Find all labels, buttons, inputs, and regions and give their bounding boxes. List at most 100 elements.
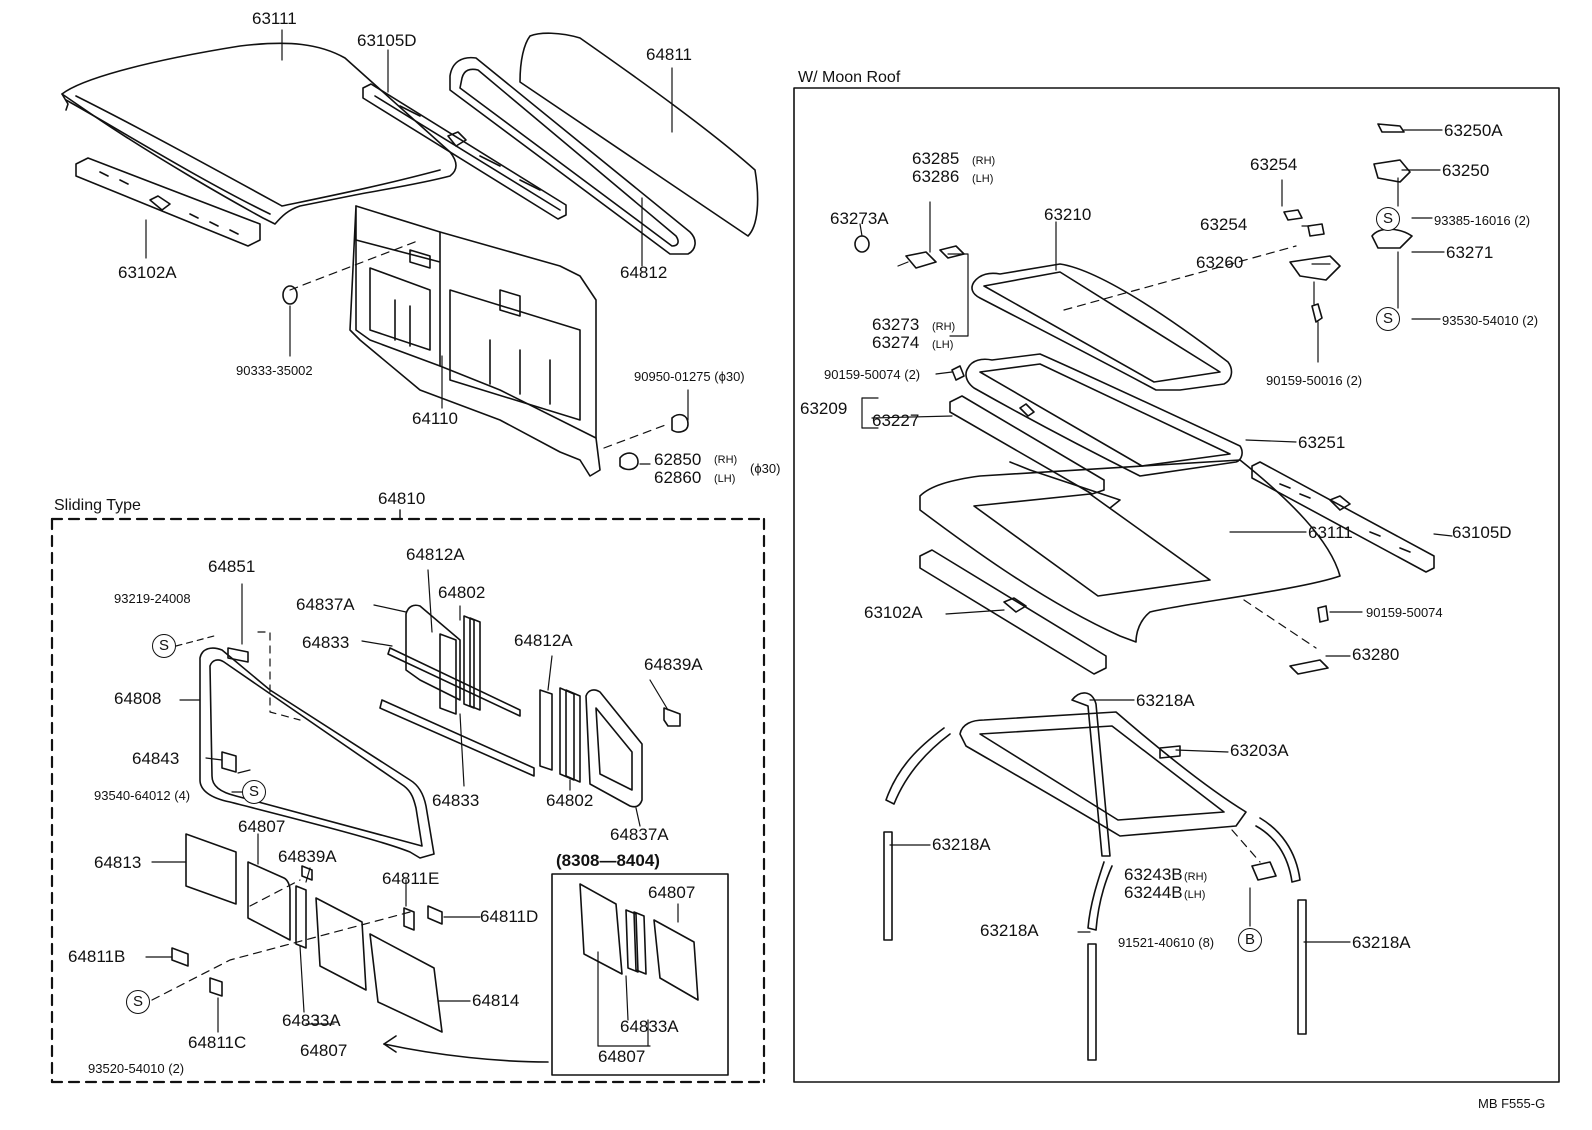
part-label-63102A: 63102A (118, 263, 177, 282)
part-label-63105D: 63105D (357, 31, 417, 50)
sliding-rails (379, 604, 535, 777)
part-label-63244B: 63244B (1124, 883, 1183, 902)
roof-panel-63111 (61, 42, 457, 225)
part-label-91521-40610: 91521-40610 (8) (1118, 935, 1215, 950)
part-label-64833A: 64833A (282, 1011, 341, 1030)
part-label-64110: 64110 (412, 409, 459, 428)
part-label-63105D: 63105D (1452, 523, 1512, 542)
part-label-63244B-side: (LH) (1184, 889, 1206, 901)
part-label-64833A: 64833A (620, 1017, 679, 1036)
part-label-64839A: 64839A (278, 847, 337, 866)
moon-roof-small-parts (854, 123, 1413, 881)
header-trim-63102A-moon (919, 549, 1107, 675)
part-label-64812: 64812 (620, 263, 668, 282)
side-rail-63105D-moon (1251, 461, 1435, 573)
part-label-63251: 63251 (1298, 433, 1346, 452)
part-label-63210: 63210 (1044, 205, 1092, 224)
part-label-63218A: 63218A (1352, 933, 1411, 952)
part-label-64813: 64813 (94, 853, 142, 872)
plug-90333 (282, 285, 298, 305)
part-label-93219-24008: 93219-24008 (114, 591, 191, 606)
part-label-93530-54010: 93530-54010 (2) (1442, 313, 1539, 328)
sliding-glass-parts (221, 615, 681, 808)
part-label-93520-54010: 93520-54010 (2) (88, 1061, 185, 1076)
s-symbol: S (1376, 207, 1400, 231)
part-label-64833: 64833 (302, 633, 350, 652)
part-label-63218A: 63218A (1136, 691, 1195, 710)
part-label-64802: 64802 (438, 583, 486, 602)
part-label-63243B: 63243B (1124, 865, 1183, 884)
part-label-63227: 63227 (872, 411, 920, 430)
part-label-63285-side: (RH) (972, 155, 996, 167)
part-label-63203A: 63203A (1230, 741, 1289, 760)
sliding-type-section-title: Sliding Type (54, 497, 141, 514)
part-label-64811D: 64811D (480, 907, 539, 926)
s-symbol: S (1376, 307, 1400, 331)
part-label-64839A: 64839A (644, 655, 703, 674)
window-frame-64812 (449, 56, 696, 255)
part-label-64837A: 64837A (610, 825, 669, 844)
part-label-63260: 63260 (1196, 253, 1244, 272)
header-rail-63105D (362, 83, 567, 220)
part-label-63286-side: (LH) (972, 173, 994, 185)
back-panel-64110 (349, 205, 601, 477)
part-label-64810: 64810 (378, 489, 426, 508)
part-label-64807: 64807 (238, 817, 286, 836)
part-label-62850-side: (RH) (714, 454, 738, 466)
part-label-63102A: 63102A (864, 603, 923, 622)
part-label-90950-01275: 90950-01275 (ϕ30) (634, 369, 745, 384)
part-label-64811E: 64811E (382, 869, 440, 888)
part-label-63285: 63285 (912, 149, 960, 168)
part-label-64851: 64851 (208, 557, 256, 576)
part-label-90159-50016: 90159-50016 (2) (1266, 373, 1363, 388)
sliding-type-frame (50, 509, 766, 1084)
part-label-64807: 64807 (598, 1047, 646, 1066)
inset-quarter-glass (579, 883, 699, 1001)
part-label-64833: 64833 (432, 791, 480, 810)
hole-plugs (619, 413, 689, 471)
part-label-64802: 64802 (546, 791, 594, 810)
drain-hoses-63218A (883, 692, 1307, 1061)
roof-panel-63111-moon (919, 459, 1341, 643)
part-label-63274-side: (LH) (932, 339, 954, 351)
header-trim-63102A (75, 157, 261, 247)
part-label-63274: 63274 (872, 333, 920, 352)
part-label-62860-side: (LH) (714, 473, 736, 485)
part-label-63111: 63111 (252, 9, 297, 28)
part-label-64837A: 64837A (296, 595, 355, 614)
part-label-93540-64012: 93540-64012 (4) (94, 788, 191, 803)
part-label-63273A: 63273A (830, 209, 889, 228)
moon-roof-glass-63210 (971, 263, 1233, 391)
part-label-62860: 62860 (654, 468, 702, 487)
moon-roof-frame-63251 (965, 353, 1243, 477)
part-label-63218A: 63218A (932, 835, 991, 854)
diagram-code: MB F555-G (1478, 1096, 1546, 1111)
part-label-63271: 63271 (1446, 243, 1494, 262)
part-label-63111: 63111 (1308, 523, 1353, 542)
part-label-63273-side: (RH) (932, 321, 956, 333)
part-label-90333-35002: 90333-35002 (236, 363, 313, 378)
part-label-63243B-side: (RH) (1184, 871, 1208, 883)
part-label-64807: 64807 (648, 883, 696, 902)
part-label-64811B: 64811B (68, 947, 126, 966)
part-label-64843: 64843 (132, 749, 180, 768)
s-symbol: S (242, 780, 266, 804)
part-label-63254: 63254 (1250, 155, 1298, 174)
part-label-63280: 63280 (1352, 645, 1400, 664)
s-symbol: S (152, 634, 176, 658)
part-label-64812A: 64812A (514, 631, 573, 650)
leader-lines (145, 29, 1453, 1047)
part-label-93385-16016: 93385-16016 (2) (1434, 213, 1531, 228)
b-symbol: B (1238, 928, 1262, 952)
part-label-63218A: 63218A (980, 921, 1039, 940)
part-label-64808: 64808 (114, 689, 162, 708)
date-range-label: (8308—8404) (556, 851, 660, 870)
part-label-63250A: 63250A (1444, 121, 1503, 140)
moon-roof-section-title: W/ Moon Roof (798, 69, 901, 86)
part-label-90159-50074-2: 90159-50074 (2) (824, 367, 921, 382)
part-label-64814: 64814 (472, 991, 520, 1010)
part-label-63209: 63209 (800, 399, 848, 418)
date-range-frame (551, 873, 729, 1076)
drip-rail-63209 (949, 395, 1105, 495)
